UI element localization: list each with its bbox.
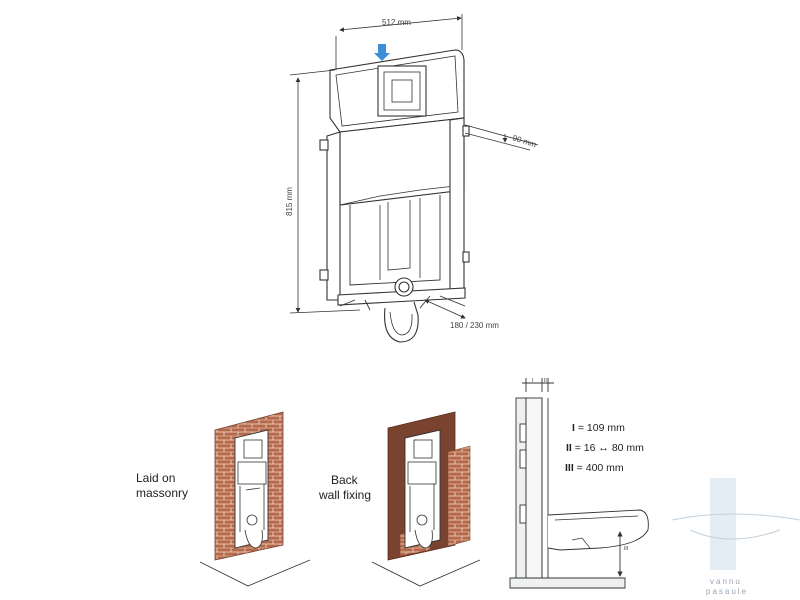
masonry-label-2: massonry <box>136 486 188 500</box>
spec-line-1: I = 109 mm <box>572 422 625 434</box>
section-label-ii: II <box>544 378 547 384</box>
depth-dimension: 90 mm <box>511 133 537 149</box>
section-label-iii: III <box>624 546 628 552</box>
height-dimension: 815 mm <box>285 187 294 216</box>
masonry-install-drawing <box>199 411 311 587</box>
section-view-drawing <box>509 378 649 589</box>
base-dimension: 180 / 230 mm <box>450 321 499 330</box>
flush-arrow-icon <box>374 44 390 61</box>
width-dimension: 512 mm <box>382 18 411 27</box>
dimension-lines <box>289 14 539 319</box>
wall-label-2: wall fixing <box>318 488 371 502</box>
watermark-text-2: pasaule <box>706 587 748 596</box>
section-label-i: I <box>532 378 533 384</box>
spec-line-2: II = 16 ↔ 80 mm <box>566 442 644 454</box>
wall-label: Back <box>331 473 359 487</box>
back-wall-install-drawing <box>371 411 481 587</box>
watermark-text-1: vannu <box>710 577 742 586</box>
main-frame-drawing <box>319 49 470 343</box>
spec-line-3: III = 400 mm <box>565 462 624 474</box>
watermark-logo: vannu pasaule <box>671 478 800 596</box>
masonry-label: Laid on <box>136 471 175 485</box>
